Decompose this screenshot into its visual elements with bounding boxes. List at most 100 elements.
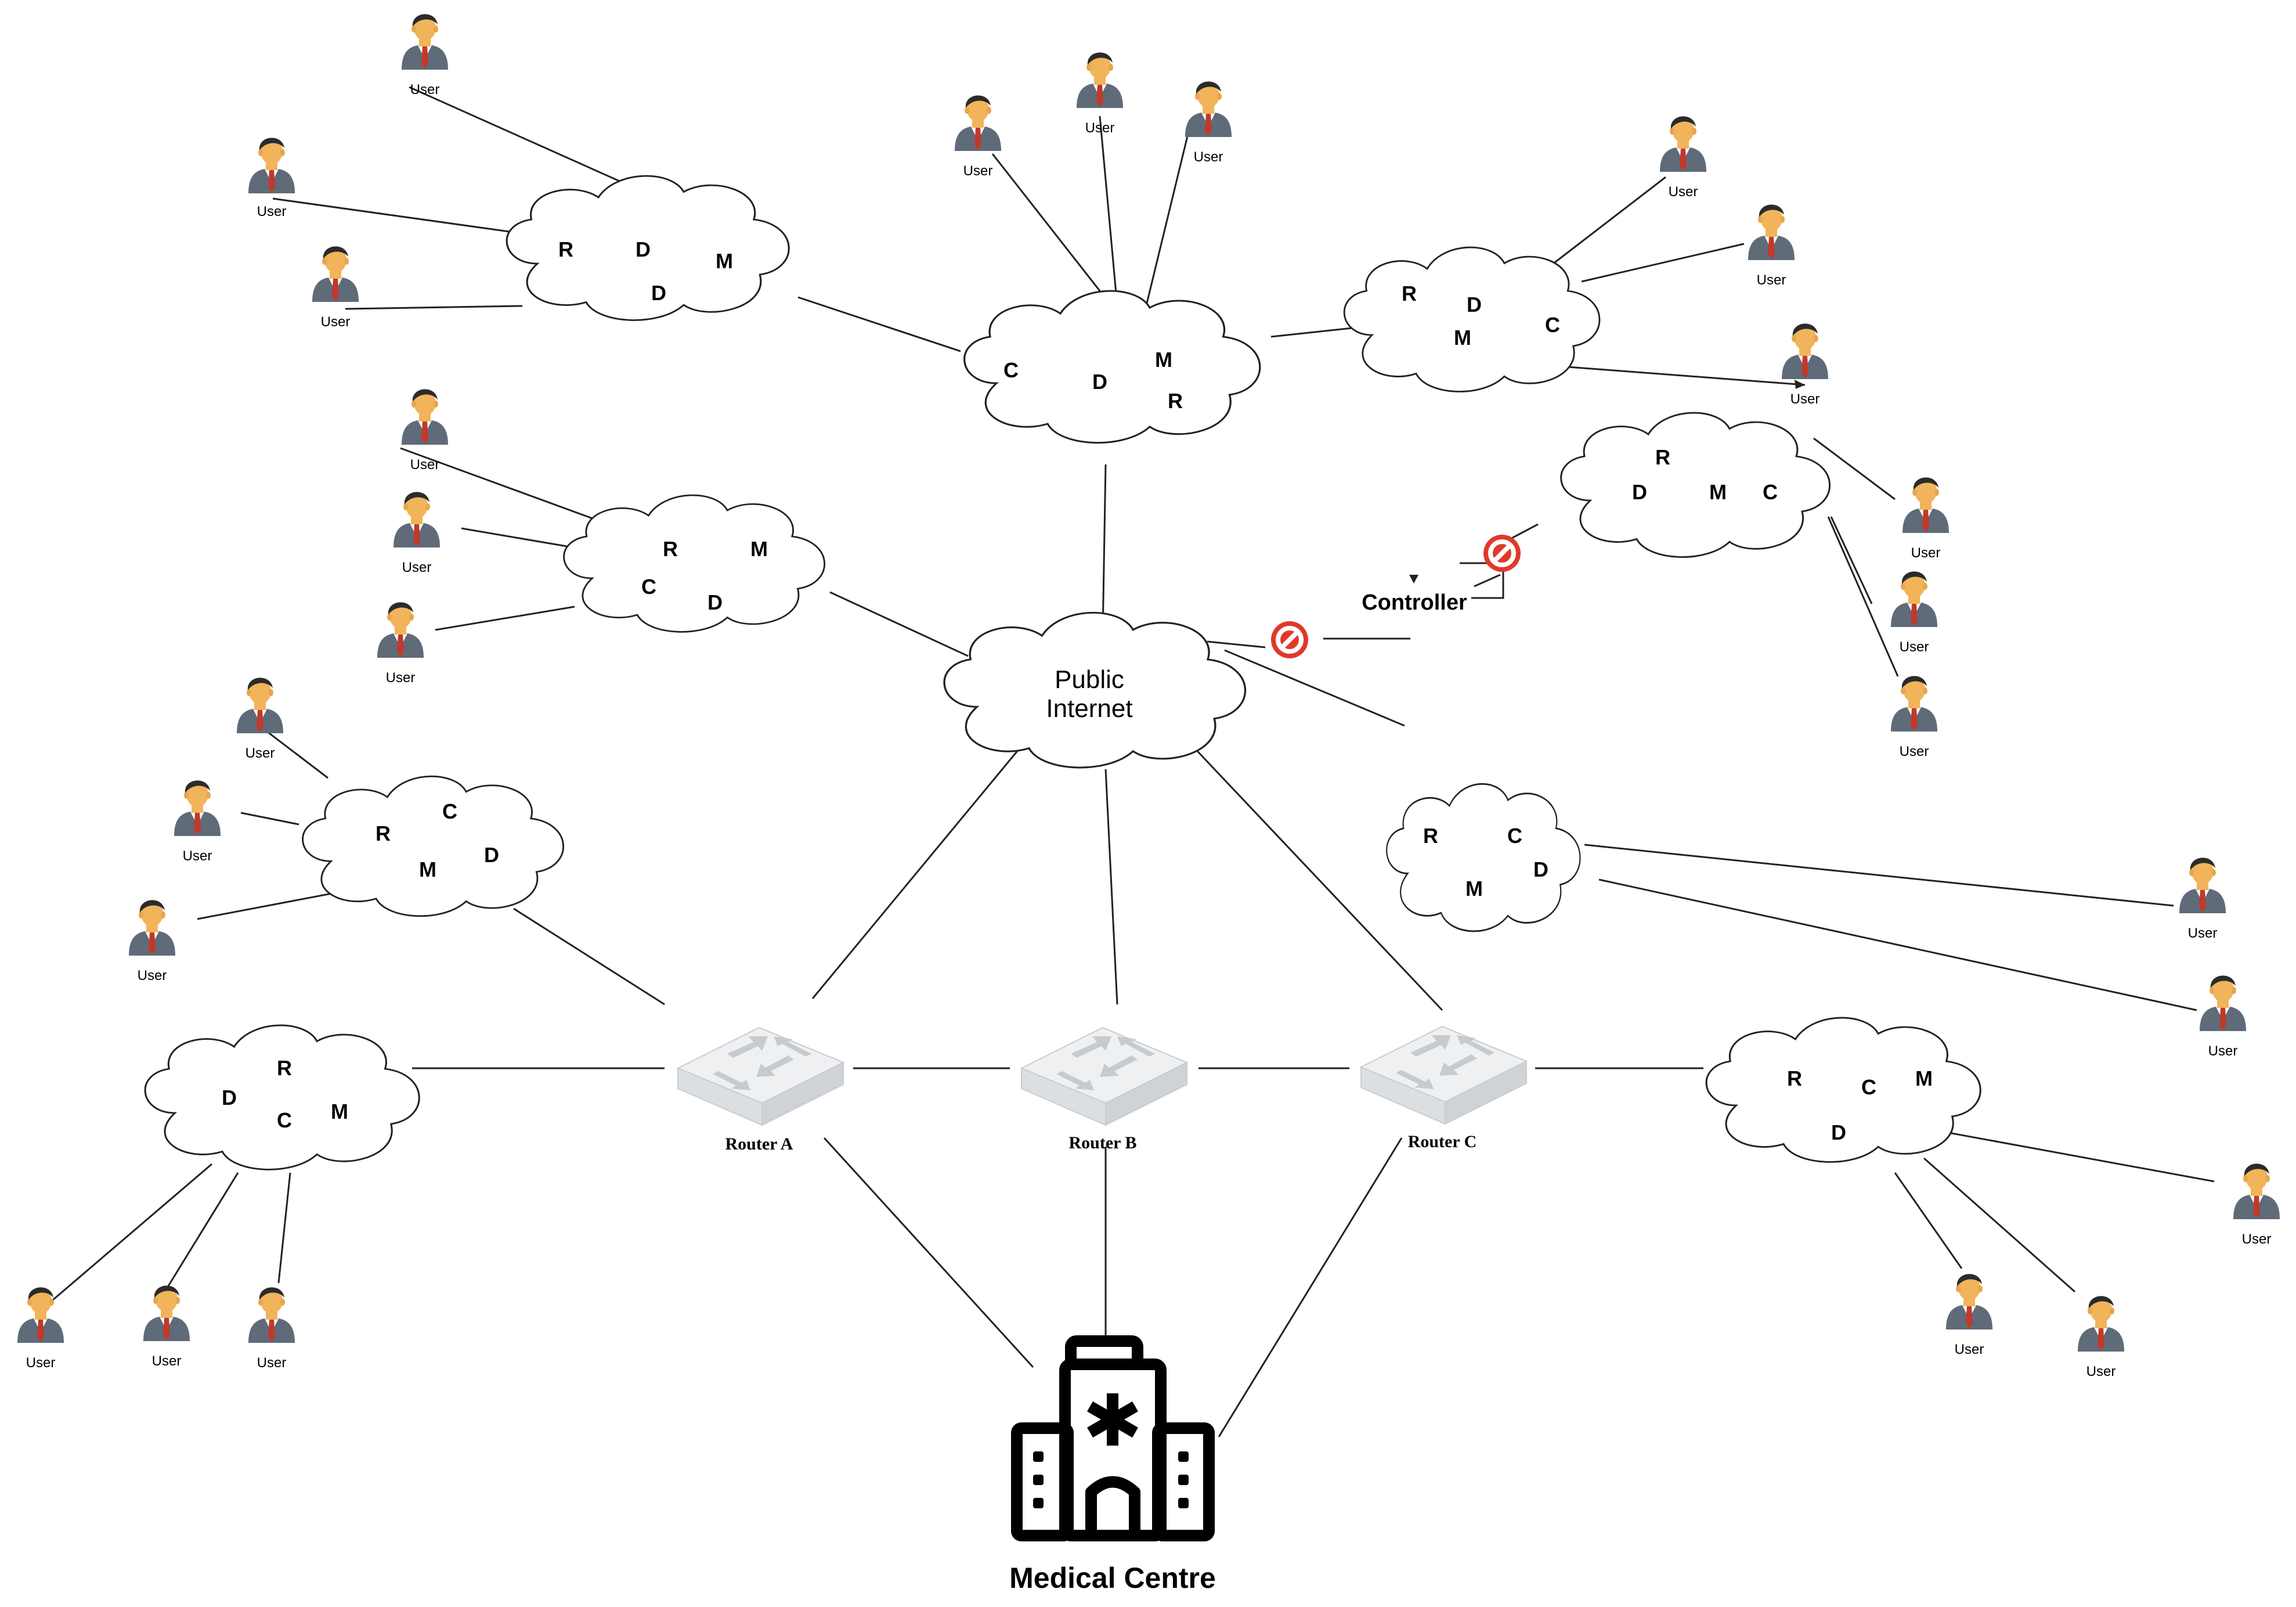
medical-centre-label: Medical Centre <box>1009 1562 1216 1594</box>
user: User <box>955 95 1001 179</box>
user: User <box>143 1285 190 1369</box>
user: User <box>377 602 424 686</box>
cloud-letter: D <box>1632 480 1647 504</box>
user-label: User <box>183 848 212 864</box>
cloud-letter: M <box>1155 348 1172 372</box>
user-label: User <box>257 1355 287 1371</box>
user: User <box>1902 477 1949 561</box>
user: User <box>312 246 359 330</box>
user: User <box>1891 676 1937 759</box>
user: User <box>174 780 221 864</box>
user-label: User <box>1900 639 1929 655</box>
cloud-letter: C <box>641 575 656 599</box>
cloud-letter: R <box>558 237 573 261</box>
user-label: User <box>152 1353 182 1369</box>
users: User User User User User User User User … <box>17 14 2280 1379</box>
user-label: User <box>1085 120 1115 136</box>
cloud-letter: M <box>716 249 733 273</box>
user: User <box>1185 81 1232 165</box>
user-label: User <box>1911 545 1941 561</box>
user: User <box>17 1287 64 1371</box>
cloud-letter: M <box>1454 326 1471 349</box>
user: User <box>129 900 175 983</box>
public-internet-cloud: Public Internet <box>943 611 1247 769</box>
cloud-letter: C <box>1545 313 1560 337</box>
cloud-letter: M <box>419 857 436 881</box>
cloud-letter: M <box>750 537 768 561</box>
cloud-letter: R <box>1168 389 1183 413</box>
cloud-letter: M <box>1915 1066 1933 1090</box>
public-internet-label-line2: Internet <box>1046 694 1132 723</box>
router-b: Router B <box>1021 1027 1187 1152</box>
user-label: User <box>2208 1043 2238 1059</box>
cloud-letter: D <box>707 590 723 614</box>
user-label: User <box>402 560 432 575</box>
user-label: User <box>2086 1364 2116 1379</box>
cloud-letter: D <box>484 843 499 867</box>
cloud-letter: C <box>1861 1075 1876 1099</box>
hospital-icon <box>1011 1335 1215 1541</box>
medical-centre: Medical Centre <box>1009 1335 1216 1594</box>
cloud-letter: R <box>1402 282 1417 305</box>
user-label: User <box>386 670 416 686</box>
cloud-letter: R <box>1787 1066 1802 1090</box>
user-label: User <box>2188 925 2218 941</box>
cloud-letter: D <box>651 281 666 305</box>
user: User <box>2179 857 2226 941</box>
cloud-left <box>302 775 565 917</box>
clouds: R D M D C D M R R D M C R D M C R M C D <box>144 175 1981 1171</box>
user-label: User <box>410 82 440 98</box>
user-label: User <box>257 204 287 219</box>
cloud-letter: D <box>636 237 651 261</box>
block-icon <box>1271 621 1308 658</box>
user: User <box>402 14 448 98</box>
user: User <box>1946 1274 1992 1357</box>
user: User <box>2233 1163 2280 1247</box>
cloud-letter: C <box>1003 358 1019 382</box>
router-a-label: Router A <box>725 1134 793 1154</box>
user-label: User <box>1790 391 1820 407</box>
user-label: User <box>246 745 275 761</box>
user-label: User <box>138 968 167 983</box>
block-icon <box>1483 535 1521 572</box>
cloud-letter: C <box>1507 824 1522 848</box>
cloud-letter: R <box>277 1056 292 1080</box>
user: User <box>1891 571 1937 655</box>
cloud-letter: R <box>1655 445 1670 469</box>
user: User <box>1077 52 1123 136</box>
cloud-letter: R <box>663 537 678 561</box>
user-label: User <box>321 314 351 330</box>
cloud-letter: M <box>1709 480 1727 504</box>
cloud-letter: M <box>1465 877 1483 900</box>
cloud-letter: D <box>1831 1120 1846 1144</box>
user: User <box>402 389 448 473</box>
cloud-letter: C <box>277 1108 292 1132</box>
user: User <box>1748 204 1795 288</box>
router-b-label: Router B <box>1069 1133 1137 1152</box>
cloud-top-right <box>1343 246 1601 392</box>
public-internet-label-line1: Public <box>1055 665 1124 694</box>
cloud-letter: D <box>222 1086 237 1109</box>
controller-label: Controller <box>1362 590 1467 615</box>
cloud-letter: M <box>331 1100 348 1123</box>
user-label: User <box>26 1355 56 1371</box>
user: User <box>2200 975 2246 1059</box>
router-a: Router A <box>677 1027 844 1154</box>
cloud-mid-left <box>563 494 826 633</box>
user: User <box>394 492 440 575</box>
user-label: User <box>1757 272 1786 288</box>
cloud-letter: R <box>1423 824 1438 848</box>
cloud-letter: D <box>1467 293 1482 316</box>
user-label: User <box>2242 1231 2272 1247</box>
user-label: User <box>1900 744 1929 759</box>
user: User <box>248 1287 295 1371</box>
cloud-bottom-left <box>144 1024 420 1171</box>
user: User <box>1782 323 1828 407</box>
cloud-right-mid <box>1385 783 1581 932</box>
user: User <box>248 138 295 219</box>
cloud-letter: D <box>1533 857 1548 881</box>
user-label: User <box>1669 184 1698 200</box>
user-label: User <box>963 163 993 179</box>
cloud-letter: C <box>1763 480 1778 504</box>
